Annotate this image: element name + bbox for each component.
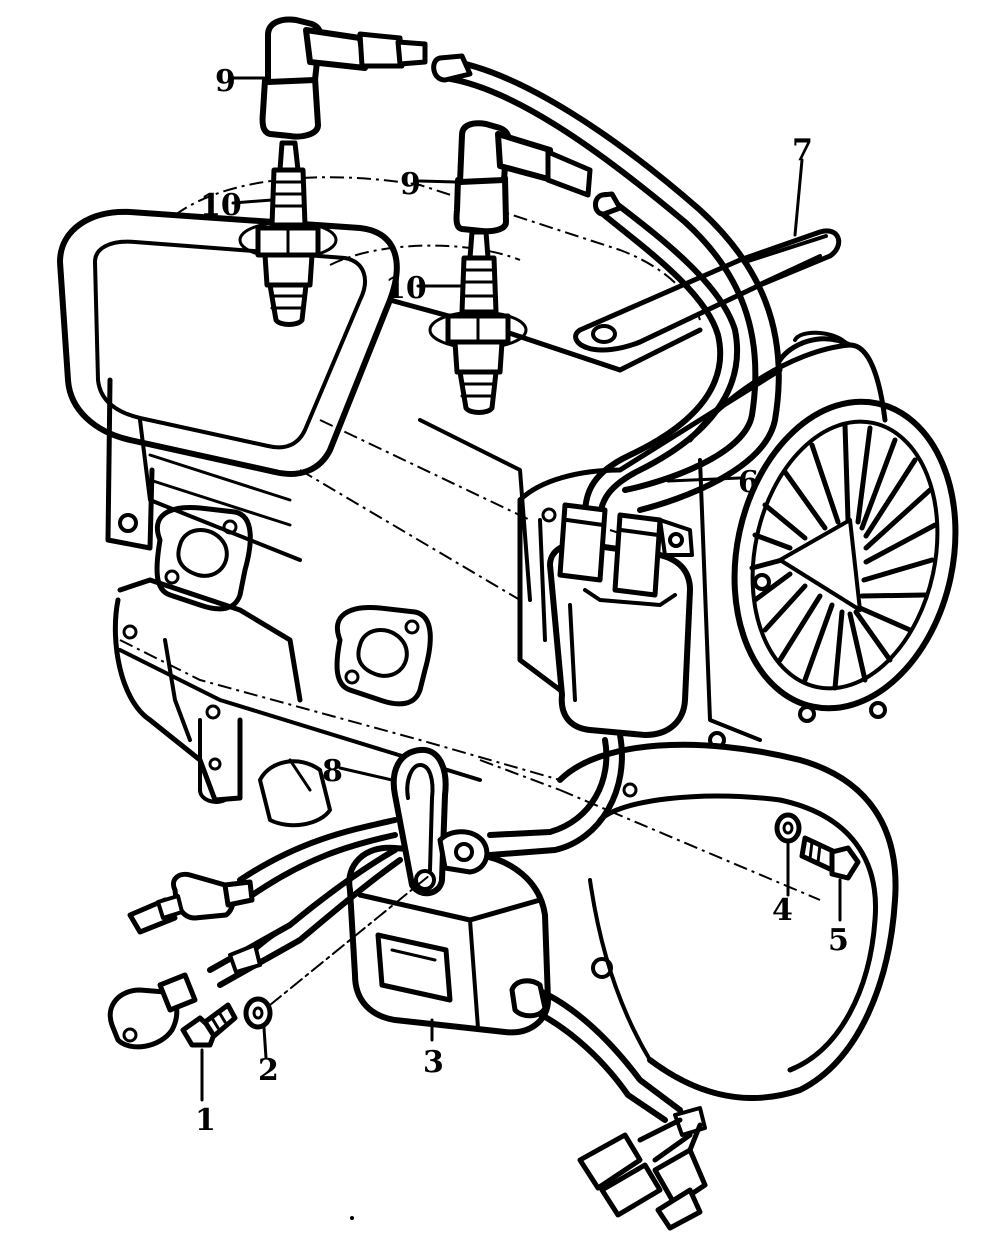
part-9-plug-cap-left <box>259 16 428 140</box>
callout-4: 4 <box>772 893 793 928</box>
part-6-ignition-coil <box>431 53 782 858</box>
callout-9-right: 9 <box>400 167 421 202</box>
part-10-spark-plug-right <box>428 229 528 415</box>
magneto-cover <box>479 741 899 1101</box>
callout-8: 8 <box>322 754 343 789</box>
part-4-washer <box>774 812 802 844</box>
callout-7: 7 <box>792 133 813 168</box>
part-9-plug-cap-right <box>453 120 593 235</box>
scan-speck <box>350 1216 354 1220</box>
callout-6: 6 <box>738 465 759 500</box>
part-5-bolt <box>799 835 861 881</box>
part-7-bracket <box>573 228 842 353</box>
part-2-washer <box>243 996 273 1030</box>
callout-5: 5 <box>828 923 849 958</box>
engine-body <box>57 176 959 1101</box>
wiring-harness-right <box>509 978 708 1231</box>
callout-3: 3 <box>423 1045 444 1080</box>
part-8-strap <box>390 746 490 897</box>
part-10-spark-plug-left <box>238 140 338 327</box>
callout-9-left: 9 <box>215 64 236 99</box>
wiring-harness-left <box>107 817 403 1050</box>
callout-10-left: 10 <box>200 188 242 223</box>
callout-numbers: 1 2 3 4 5 6 7 8 9 9 10 10 <box>195 64 849 1138</box>
callout-10-right: 10 <box>385 271 427 306</box>
callout-1: 1 <box>195 1103 216 1138</box>
part-3-regulator-box <box>346 844 551 1036</box>
callout-leader-lines <box>200 76 842 1102</box>
part-1-bolt <box>180 1002 238 1048</box>
cooling-fan-grille <box>731 398 959 712</box>
callout-2: 2 <box>258 1053 279 1088</box>
